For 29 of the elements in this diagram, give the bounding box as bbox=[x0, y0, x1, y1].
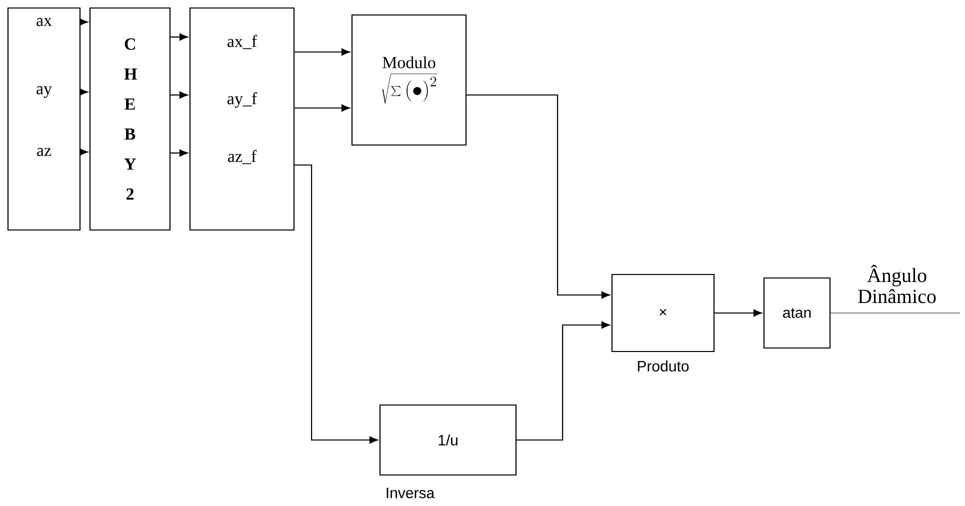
connector bbox=[830, 312, 960, 314]
connector bbox=[294, 164, 378, 444]
signal-label: ax bbox=[36, 18, 52, 26]
connector bbox=[714, 309, 762, 317]
filter-block: C H E B Y 2 bbox=[89, 7, 171, 231]
connector bbox=[170, 91, 188, 99]
connector bbox=[79, 148, 88, 156]
signal-block bbox=[189, 7, 295, 231]
product-block: × bbox=[611, 274, 715, 352]
block-caption: Produto bbox=[638, 360, 689, 372]
connector bbox=[516, 321, 610, 441]
edge-label: Ângulo Dinâmico bbox=[858, 264, 936, 304]
connector bbox=[79, 88, 88, 96]
function-block: 1/u bbox=[379, 404, 517, 476]
connector bbox=[466, 94, 610, 299]
connector bbox=[170, 33, 188, 41]
connector bbox=[79, 18, 88, 26]
signal-label: az_f bbox=[228, 150, 257, 164]
signal-label: ay bbox=[36, 86, 52, 98]
signal-label: ay_f bbox=[228, 92, 258, 108]
connector bbox=[170, 149, 188, 157]
signal-label: ax_f bbox=[228, 34, 258, 50]
input-block bbox=[7, 7, 81, 231]
function-block: Modulo $\sqrt{\sum\left(\bullet\right)^{2}}$ bbox=[351, 14, 467, 146]
block-caption: Inversa bbox=[386, 488, 435, 498]
signal-label: az bbox=[37, 148, 52, 156]
function-block: atan bbox=[763, 277, 831, 349]
connector bbox=[294, 104, 350, 112]
connector bbox=[294, 48, 350, 56]
